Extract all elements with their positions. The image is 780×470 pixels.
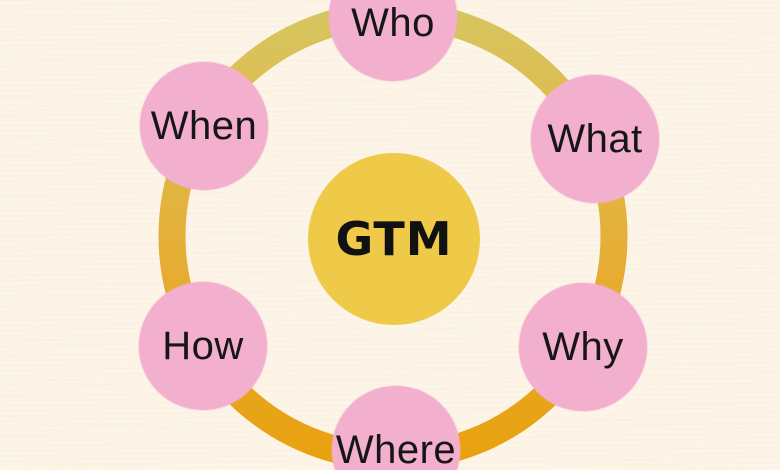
node-circle-how: How [139, 282, 267, 410]
node-circle-why: Why [519, 283, 647, 411]
node-label: Where [335, 427, 457, 470]
node-label: Who [351, 0, 435, 45]
node-circle-when: When [140, 62, 268, 190]
node-circle-where: Where [332, 386, 460, 470]
node-label: What [547, 116, 643, 161]
node-circle-what: What [531, 75, 659, 203]
center-circle-gtm: GTM [308, 153, 480, 325]
node-label: When [150, 103, 258, 148]
node-label: How [162, 323, 244, 368]
node-label: Why [542, 324, 624, 369]
center-label: GTM [335, 212, 453, 266]
